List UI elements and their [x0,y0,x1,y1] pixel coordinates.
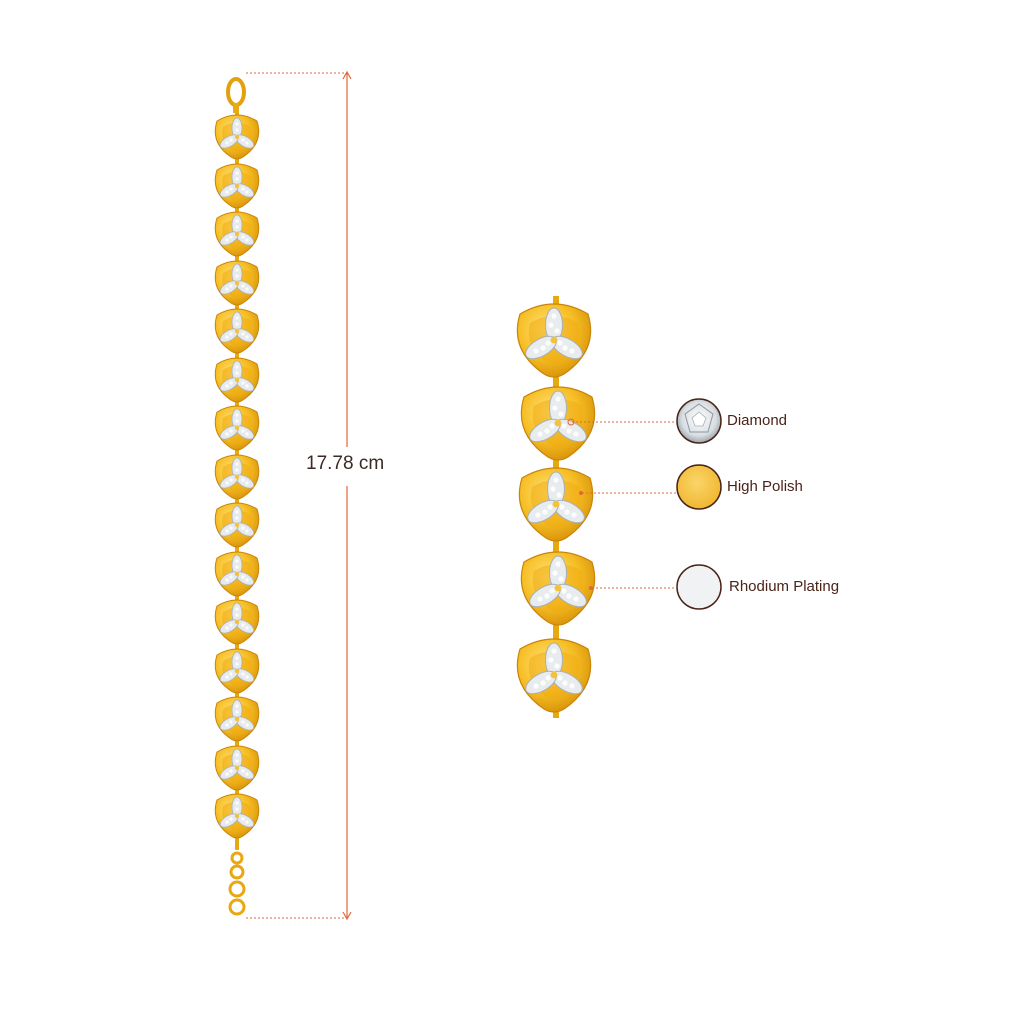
charm [214,163,260,209]
closeup-charm [518,467,594,542]
charm [214,260,260,306]
closeup-charm [516,638,592,713]
charm [214,502,260,548]
bracelet-closeup-view [516,296,596,718]
legend-label-rhodium-plating: Rhodium Plating [729,578,840,595]
charm-column [214,114,260,839]
callout-lines [572,421,676,589]
charm [214,114,260,160]
bracelet-full-view [214,77,260,916]
callout-dot [589,586,593,590]
callout-dot [567,418,575,426]
charm [214,308,260,354]
lobster-clasp [226,77,246,113]
charm [214,454,260,500]
charm [214,696,260,742]
charm [214,599,260,645]
charm [214,793,260,839]
charm [214,405,260,451]
charm [214,211,260,257]
charm [214,745,260,791]
legend-label-high-polish: High Polish [727,478,803,495]
gold-swatch-icon [676,464,722,510]
diamond-swatch-icon [676,398,722,444]
rhodium-swatch-icon [676,564,722,610]
legend-label-diamond: Diamond [727,412,788,429]
closeup-charm [516,303,592,378]
closeup-charm [520,551,596,626]
charm [214,648,260,694]
charm [214,551,260,597]
extension-rings [228,851,246,916]
closeup-charm [520,386,596,461]
length-label: 17.78 cm [306,453,385,474]
charm [214,357,260,403]
length-dimension [246,70,352,921]
callout-dot [579,491,583,495]
